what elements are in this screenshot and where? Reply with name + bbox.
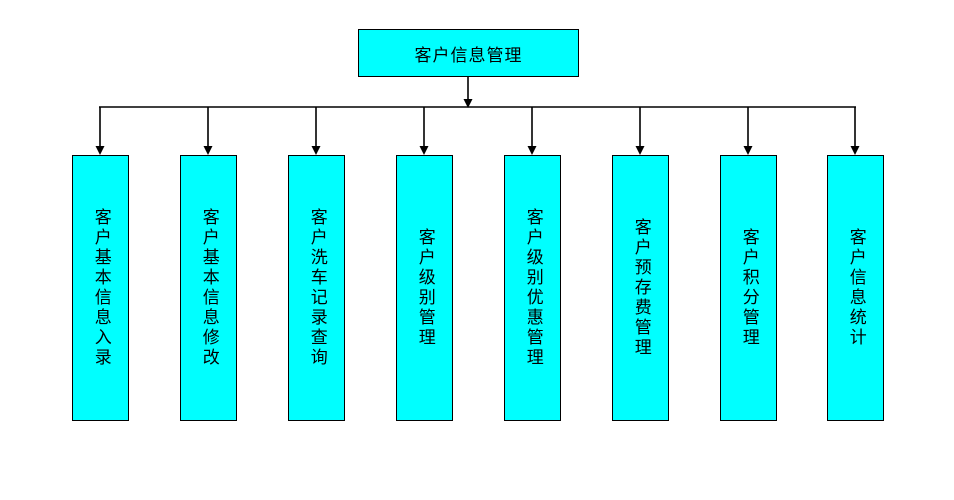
root-node[interactable]: 客户信息管理 — [358, 29, 579, 77]
child-node-8-label: 客户信息统计 — [845, 228, 866, 348]
child-node-4[interactable]: 客户级别管理 — [396, 155, 453, 421]
child-node-3-label: 客户洗车记录查询 — [306, 208, 327, 368]
root-node-label: 客户信息管理 — [414, 45, 523, 66]
child-node-1[interactable]: 客户基本信息入录 — [72, 155, 129, 421]
child-node-1-label: 客户基本信息入录 — [90, 208, 111, 368]
child-node-2-label: 客户基本信息修改 — [198, 208, 219, 368]
child-node-2[interactable]: 客户基本信息修改 — [180, 155, 237, 421]
child-node-6-label: 客户预存费管理 — [630, 218, 651, 358]
child-node-7[interactable]: 客户积分管理 — [720, 155, 777, 421]
child-node-6[interactable]: 客户预存费管理 — [612, 155, 669, 421]
child-node-8[interactable]: 客户信息统计 — [827, 155, 884, 421]
child-node-5-label: 客户级别优惠管理 — [522, 208, 543, 368]
child-node-4-label: 客户级别管理 — [414, 228, 435, 348]
child-node-7-label: 客户积分管理 — [738, 228, 759, 348]
child-node-3[interactable]: 客户洗车记录查询 — [288, 155, 345, 421]
child-node-5[interactable]: 客户级别优惠管理 — [504, 155, 561, 421]
